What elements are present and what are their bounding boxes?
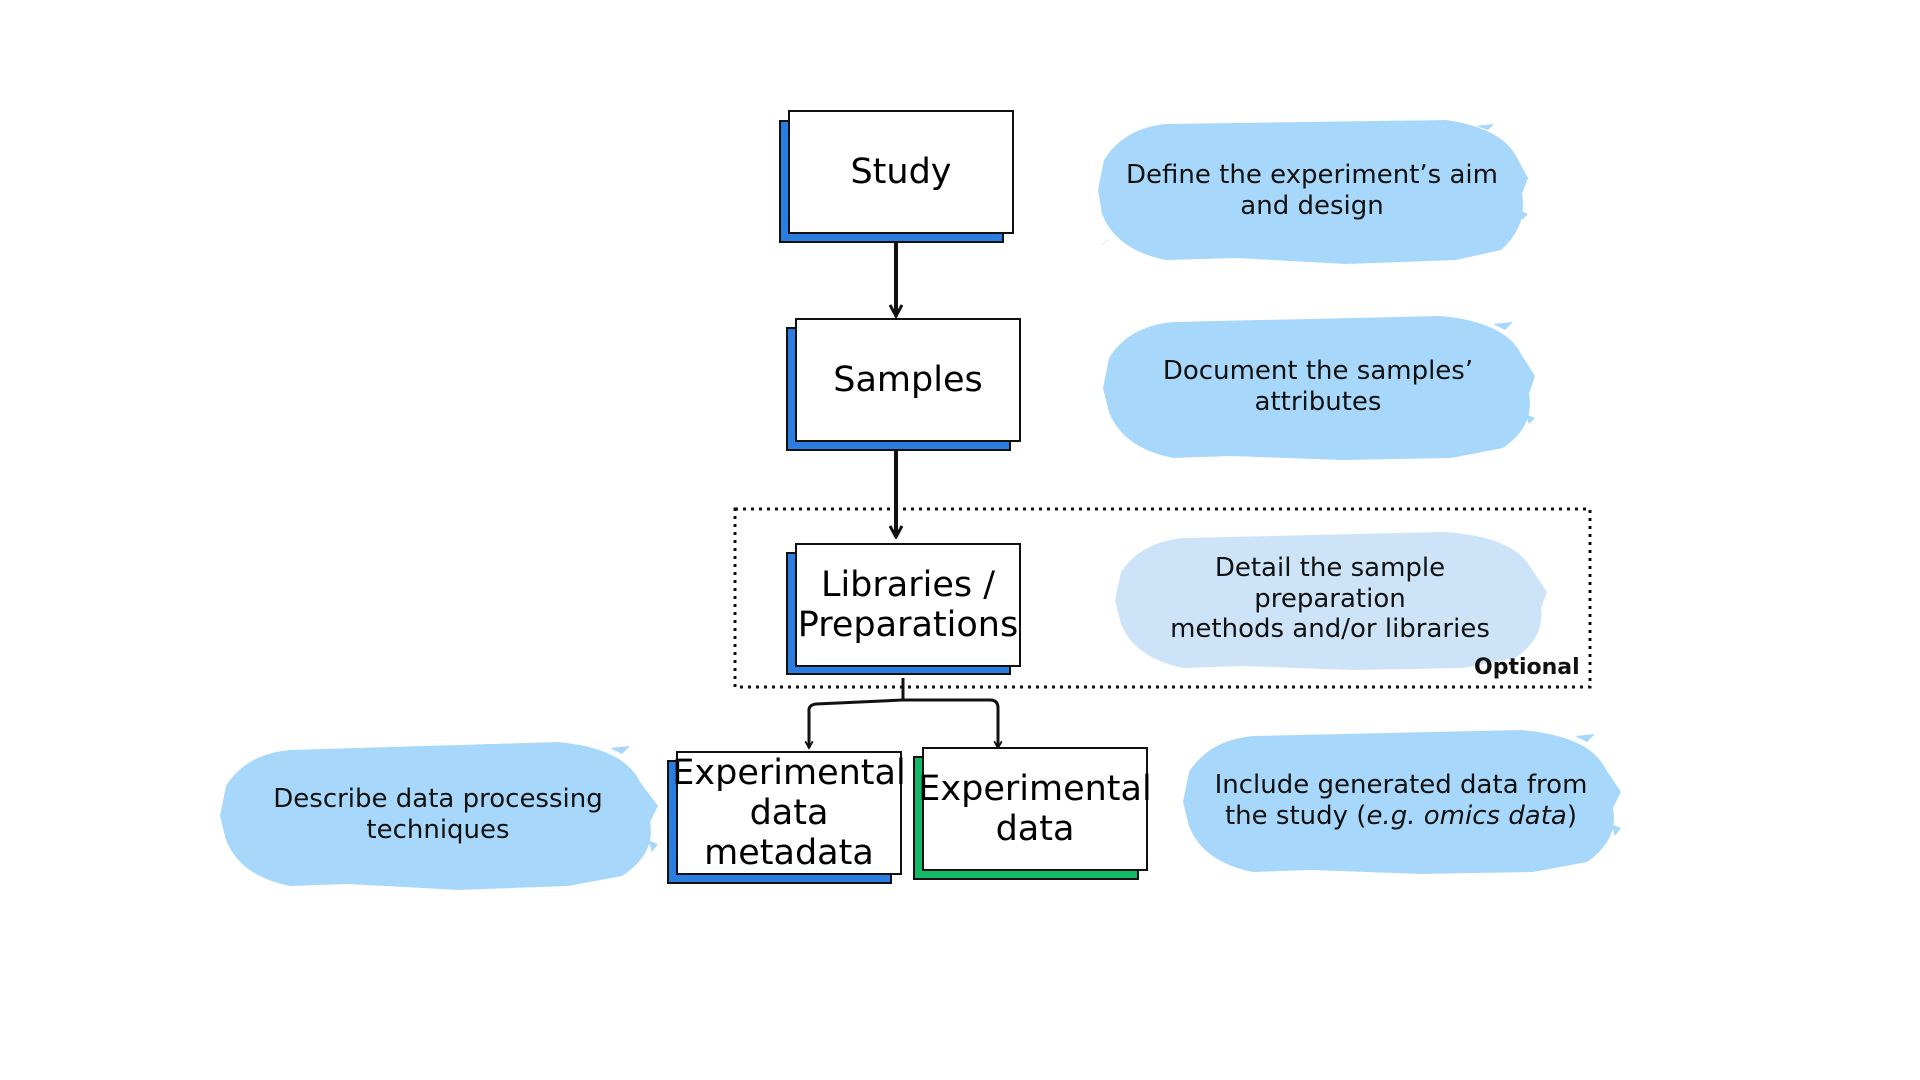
- note-samples-line1: Document the samples’: [1162, 356, 1474, 387]
- note-libraries: Detail the sample preparation methods an…: [1113, 528, 1547, 670]
- note-study-background: [1098, 120, 1528, 264]
- arrow-libraries-to-metadata: [809, 678, 905, 748]
- note-exp-metadata-background: [220, 742, 658, 890]
- libraries-node[interactable]: Libraries / Preparations: [795, 543, 1021, 667]
- note-exp-metadata-line2: techniques: [366, 815, 510, 845]
- note-libraries-background: [1115, 532, 1547, 670]
- note-study-line2: and design: [1240, 190, 1384, 221]
- note-exp-data: Include generated data from the study (e…: [1181, 728, 1621, 874]
- note-samples-background: [1103, 316, 1535, 460]
- note-libraries-line1: Detail the sample preparation: [1214, 552, 1446, 614]
- exp-metadata-node[interactable]: Experimental data metadata: [672, 751, 906, 875]
- note-exp-data-background: [1183, 730, 1621, 874]
- note-samples-line2: attributes: [1254, 387, 1382, 417]
- study-node-label: Study: [850, 151, 952, 192]
- note-exp-metadata-line1: Describe data processing: [273, 784, 603, 815]
- exp-data-node[interactable]: Experimental data: [918, 747, 1152, 871]
- arrow-libraries-to-data: [903, 698, 998, 748]
- note-study: Define the experiment’s aim and design: [1096, 118, 1528, 264]
- libraries-node-label-line2: Preparations: [797, 605, 1019, 645]
- note-exp-data-line2-suffix: ): [1566, 801, 1578, 831]
- exp-data-node-label-line2: data: [995, 809, 1075, 849]
- note-exp-data-line2-italic: e.g. omics data: [1366, 801, 1567, 831]
- note-samples: Document the samples’ attributes: [1101, 314, 1535, 460]
- samples-node-label: Samples: [833, 359, 983, 400]
- note-libraries-line2: methods and/or libraries: [1170, 614, 1490, 645]
- note-exp-data-line1: Include generated data from: [1214, 770, 1588, 801]
- note-exp-data-line2-prefix: the study (: [1224, 801, 1367, 831]
- study-node[interactable]: Study: [788, 110, 1014, 234]
- note-study-line1: Define the experiment’s aim: [1126, 159, 1498, 190]
- exp-data-node-label-line1: Experimental: [918, 768, 1152, 809]
- optional-group-label: Optional: [1474, 655, 1580, 680]
- optional-group-border: [733, 507, 1592, 689]
- note-exp-metadata: Describe data processing techniques: [218, 740, 658, 890]
- samples-node[interactable]: Samples: [795, 318, 1021, 442]
- exp-metadata-node-label-line1: Experimental: [672, 752, 906, 793]
- exp-metadata-node-label-line3: metadata: [704, 833, 874, 874]
- exp-metadata-node-label-line2: data: [749, 792, 829, 833]
- libraries-node-label-line1: Libraries /: [820, 564, 996, 605]
